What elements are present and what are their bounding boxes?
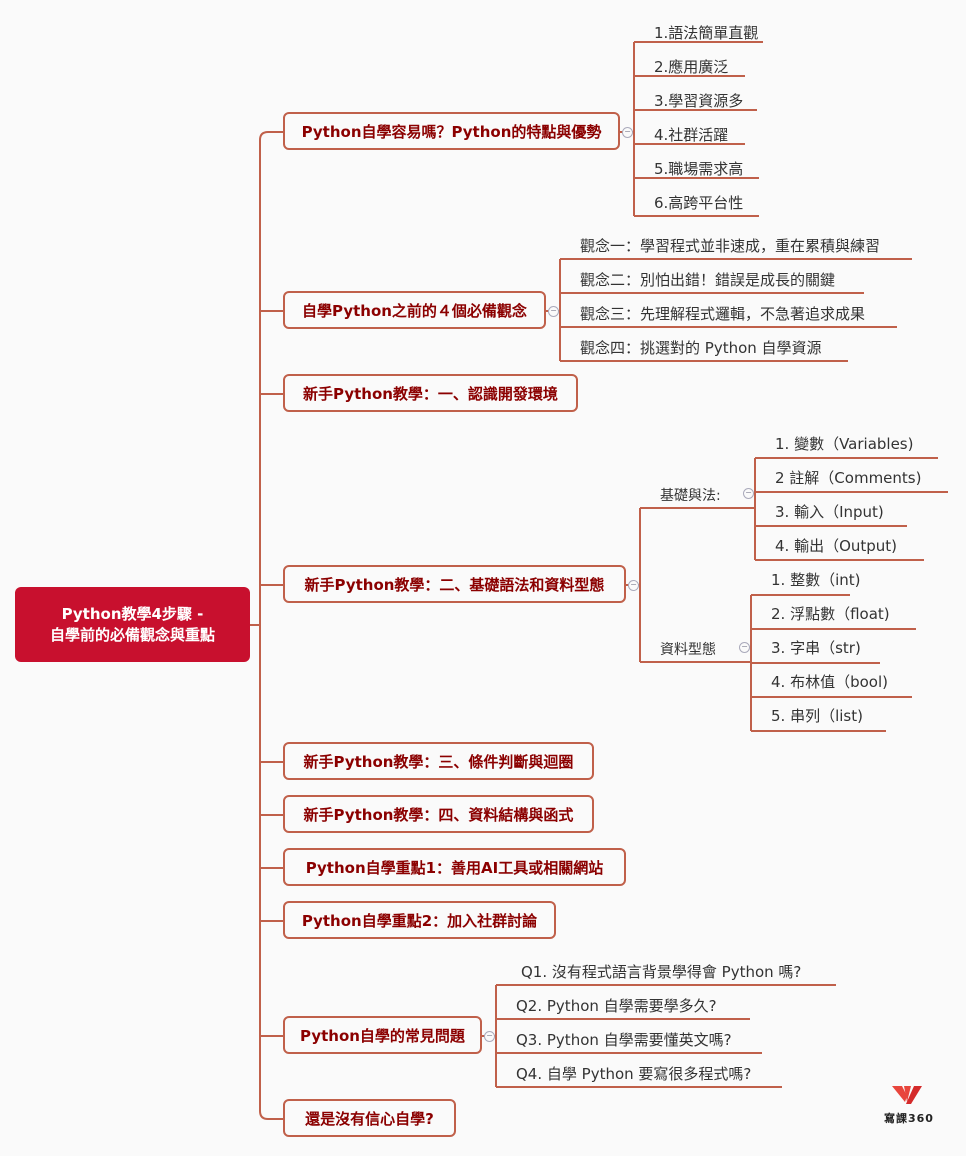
branch-node-concepts[interactable]: 自學Python之前的４個必備觀念 — [283, 291, 546, 329]
leaf-item[interactable]: 6.高跨平台性 — [654, 194, 744, 212]
leaf-item[interactable]: 2. 浮點數（float) — [771, 605, 890, 623]
leaf-item[interactable]: Q2. Python 自學需要學多久? — [516, 997, 717, 1015]
leaf-item[interactable]: 觀念三：先理解程式邏輯，不急著追求成果 — [580, 305, 866, 323]
branch-node-environment[interactable]: 新手Python教學：一、認識開發環境 — [283, 374, 578, 412]
root-title-line2: 自學前的必備觀念與重點 — [49, 625, 215, 644]
leaf-item[interactable]: Q3. Python 自學需要懂英文嗎? — [516, 1031, 732, 1049]
leaf-item[interactable]: 3. 字串（str) — [771, 639, 861, 657]
branch-node-faq[interactable]: Python自學的常見問題 — [283, 1016, 482, 1054]
branch-node-ai-tools[interactable]: Python自學重點1：善用AI工具或相關網站 — [283, 848, 626, 886]
leaf-item[interactable]: Q4. 自學 Python 要寫很多程式嗎? — [516, 1065, 752, 1083]
leaf-item[interactable]: 1. 變數（Variables) — [775, 435, 914, 453]
collapse-icon[interactable]: − — [739, 642, 750, 653]
leaf-item[interactable]: 4. 布林值（bool) — [771, 673, 888, 691]
branch-node-functions[interactable]: 新手Python教學：四、資料結構與函式 — [283, 795, 594, 833]
leaf-item[interactable]: Q1. 沒有程式語言背景學得會 Python 嗎? — [521, 963, 802, 981]
collapse-icon[interactable]: − — [484, 1031, 495, 1042]
logo-text: 寫課360 — [884, 1112, 934, 1125]
leaf-item[interactable]: 觀念二：別怕出錯！錯誤是成長的關鍵 — [580, 271, 836, 289]
leaf-item[interactable]: 5. 串列（list) — [771, 707, 863, 725]
branch-node-conditions[interactable]: 新手Python教學：三、條件判斷與迴圈 — [283, 742, 594, 780]
leaf-item[interactable]: 3.學習資源多 — [654, 92, 744, 110]
leaf-item[interactable]: 2.應用廣泛 — [654, 58, 729, 76]
branch-node-community[interactable]: Python自學重點2：加入社群討論 — [283, 901, 556, 939]
collapse-icon[interactable]: − — [743, 488, 754, 499]
branch-node-syntax[interactable]: 新手Python教學：二、基礎語法和資料型態 — [283, 565, 626, 603]
logo-mark-icon — [891, 1086, 922, 1104]
leaf-item[interactable]: 4. 輸出（Output) — [775, 537, 898, 555]
root-title-line1: Python教學4步驟 - — [61, 604, 204, 623]
root-node[interactable]: Python教學4步驟 - 自學前的必備觀念與重點 — [15, 587, 250, 662]
branch-node-confidence[interactable]: 還是沒有信心自學? — [283, 1099, 456, 1137]
leaf-item[interactable]: 觀念四：挑選對的 Python 自學資源 — [580, 339, 822, 357]
leaf-item[interactable]: 3. 輸入（Input) — [775, 503, 884, 521]
leaf-item[interactable]: 4.社群活躍 — [654, 126, 729, 144]
collapse-icon[interactable]: − — [628, 580, 639, 591]
leaf-item[interactable]: 1.語法簡單直觀 — [654, 24, 759, 42]
collapse-icon[interactable]: − — [622, 127, 633, 138]
leaf-item[interactable]: 2 註解（Comments) — [775, 469, 922, 487]
subgroup-data-types[interactable]: 資料型態 — [660, 642, 716, 658]
branch-node-features[interactable]: Python自學容易嗎？Python的特點與優勢 — [283, 112, 620, 150]
brand-logo: 寫課360 — [884, 1082, 934, 1126]
subgroup-basic-syntax[interactable]: 基礎與法: — [660, 488, 721, 504]
leaf-item[interactable]: 1. 整數（int) — [771, 571, 861, 589]
leaf-item[interactable]: 觀念一：學習程式並非速成，重在累積與練習 — [580, 237, 881, 255]
leaf-item[interactable]: 5.職場需求高 — [654, 160, 744, 178]
collapse-icon[interactable]: − — [548, 306, 559, 317]
